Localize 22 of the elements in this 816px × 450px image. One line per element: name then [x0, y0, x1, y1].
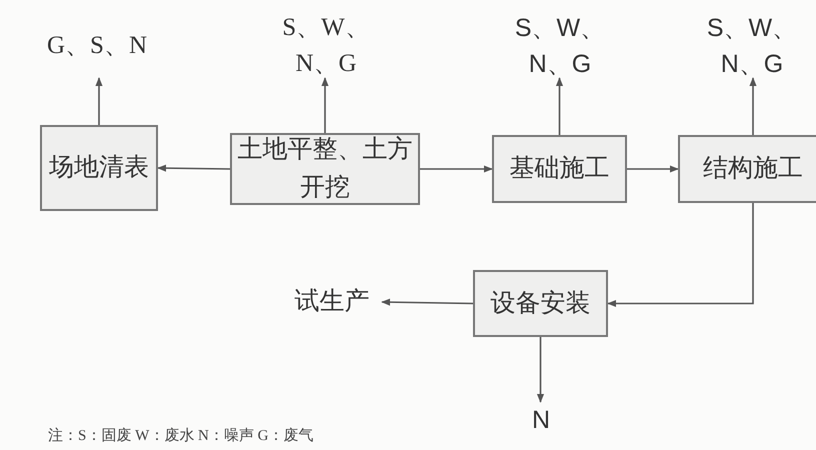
arrow [420, 165, 493, 173]
output-label: 试生产 [282, 284, 382, 320]
process-box: 土地平整、土方开挖 [230, 133, 420, 205]
arrow [381, 298, 474, 306]
output-label: S、W、N、G [280, 14, 372, 78]
process-box: 设备安装 [473, 270, 608, 337]
legend-note: 注：S：固废 W：废水 N：噪声 G：废气 [48, 426, 314, 445]
arrow [536, 337, 544, 403]
arrow [607, 203, 754, 308]
output-label: G、S、N [47, 14, 147, 78]
process-box: 结构施工 [678, 135, 816, 203]
arrow [749, 77, 757, 135]
output-label: N [526, 402, 556, 438]
arrow [627, 165, 679, 173]
process-box: 基础施工 [492, 135, 627, 203]
arrow [556, 77, 564, 135]
arrow [321, 77, 329, 133]
output-label: S、W、N、G [505, 14, 615, 78]
arrow [157, 164, 230, 172]
process-box: 场地清表 [40, 125, 158, 211]
output-label: S、W、N、G [697, 14, 807, 78]
arrow [95, 77, 103, 125]
